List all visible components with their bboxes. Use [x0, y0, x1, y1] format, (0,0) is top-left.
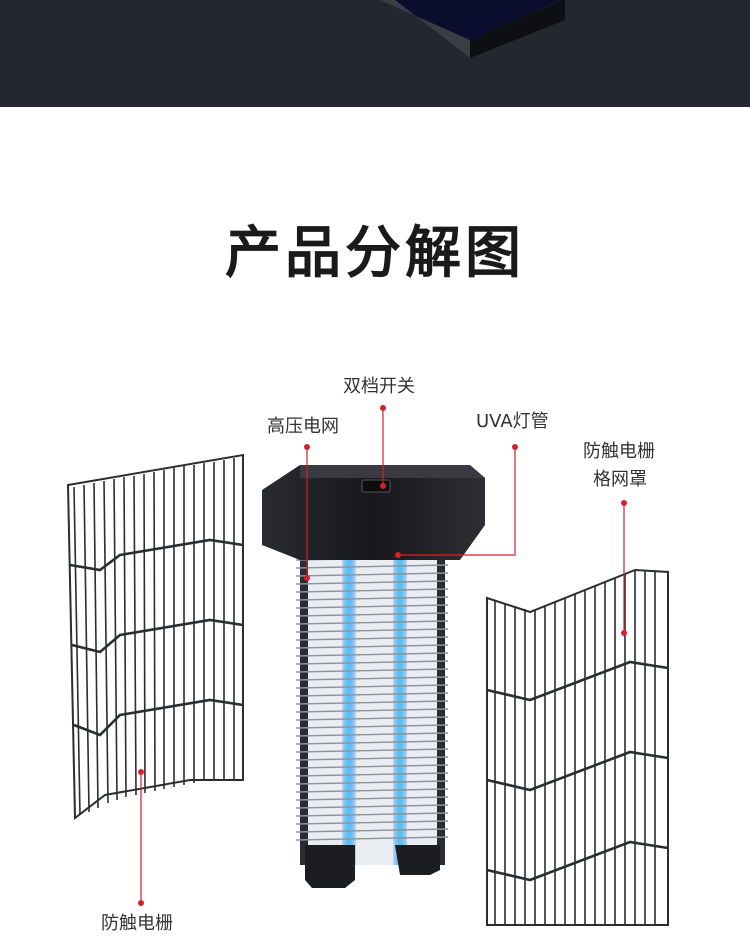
- top-housing: [262, 465, 485, 560]
- leader-dots: [138, 405, 627, 906]
- label-guard-right-line2: 格网罩: [593, 469, 647, 490]
- product-tray-corner-graphic: [380, 0, 565, 58]
- page-title: 产品分解图: [225, 221, 525, 286]
- label-high-voltage-grid: 高压电网: [267, 416, 339, 437]
- main-unit: [262, 465, 485, 888]
- leader-lines: [140, 408, 625, 903]
- label-guard-right-line1: 防触电栅: [583, 441, 655, 462]
- label-uva-tube: UVA灯管: [476, 411, 549, 432]
- right-guard-grid: [486, 568, 669, 926]
- label-switch: 双档开关: [343, 376, 415, 397]
- label-guard-left: 防触电栅: [101, 913, 173, 934]
- top-product-banner: [0, 0, 750, 107]
- left-guard-grid: [66, 453, 244, 820]
